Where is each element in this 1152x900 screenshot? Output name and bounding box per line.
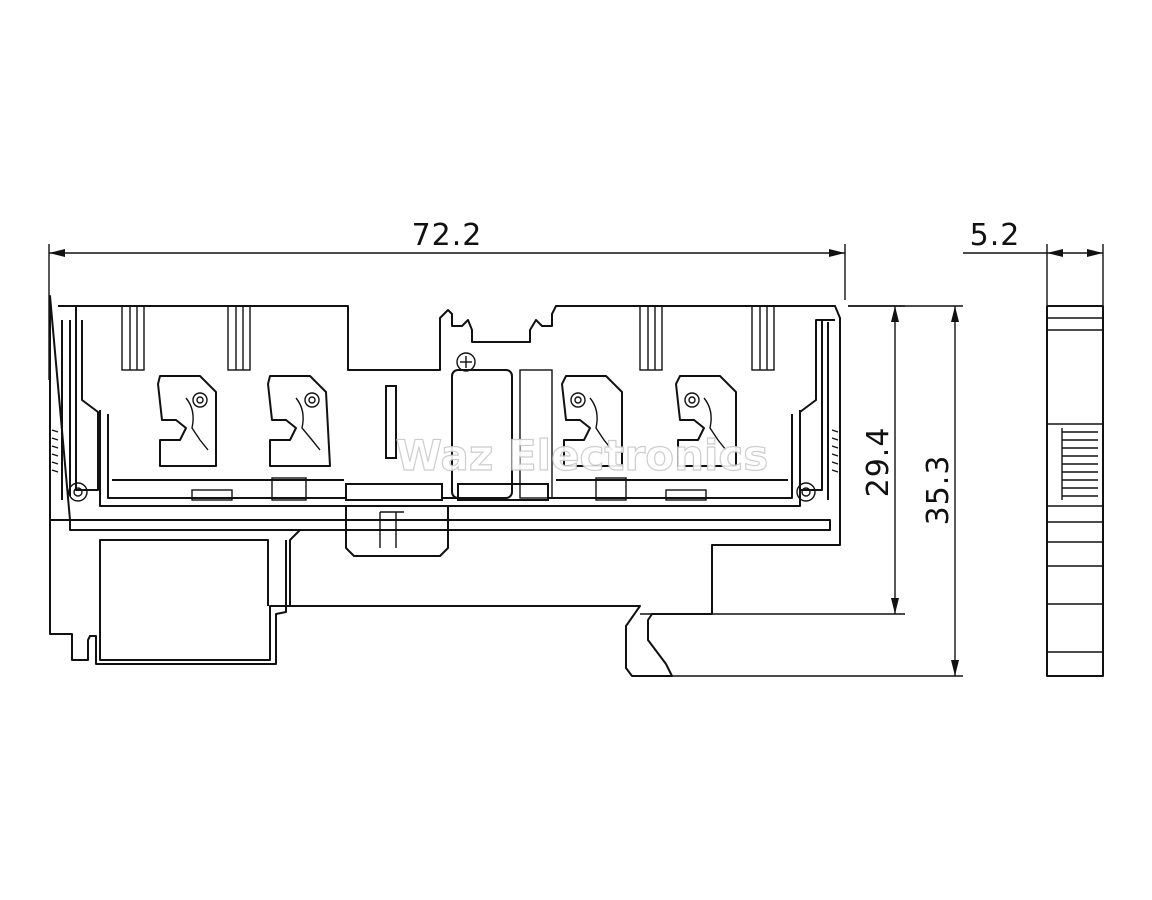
width-dimension: 72.2 bbox=[48, 218, 846, 380]
thickness-dimension: 5.2 bbox=[963, 218, 1104, 305]
watermark: Waz Electronics bbox=[396, 431, 769, 480]
inner-height-label: 29.4 bbox=[861, 427, 896, 498]
thickness-label: 5.2 bbox=[970, 218, 1021, 253]
terminal-block-front-view bbox=[49, 295, 841, 677]
spring-clamp-2 bbox=[267, 375, 331, 467]
total-height-dimension: 35.3 bbox=[672, 305, 963, 677]
spring-clamp-4 bbox=[675, 375, 737, 467]
spring-clamp-3 bbox=[561, 375, 623, 467]
spring-clamp-1 bbox=[157, 375, 217, 467]
terminal-block-side-view bbox=[1046, 305, 1104, 677]
side-grip-ridges bbox=[1061, 428, 1098, 500]
top-slots bbox=[121, 305, 775, 371]
width-label: 72.2 bbox=[412, 218, 483, 253]
total-height-label: 35.3 bbox=[921, 455, 956, 526]
inner-height-dimension: 29.4 bbox=[640, 305, 905, 615]
